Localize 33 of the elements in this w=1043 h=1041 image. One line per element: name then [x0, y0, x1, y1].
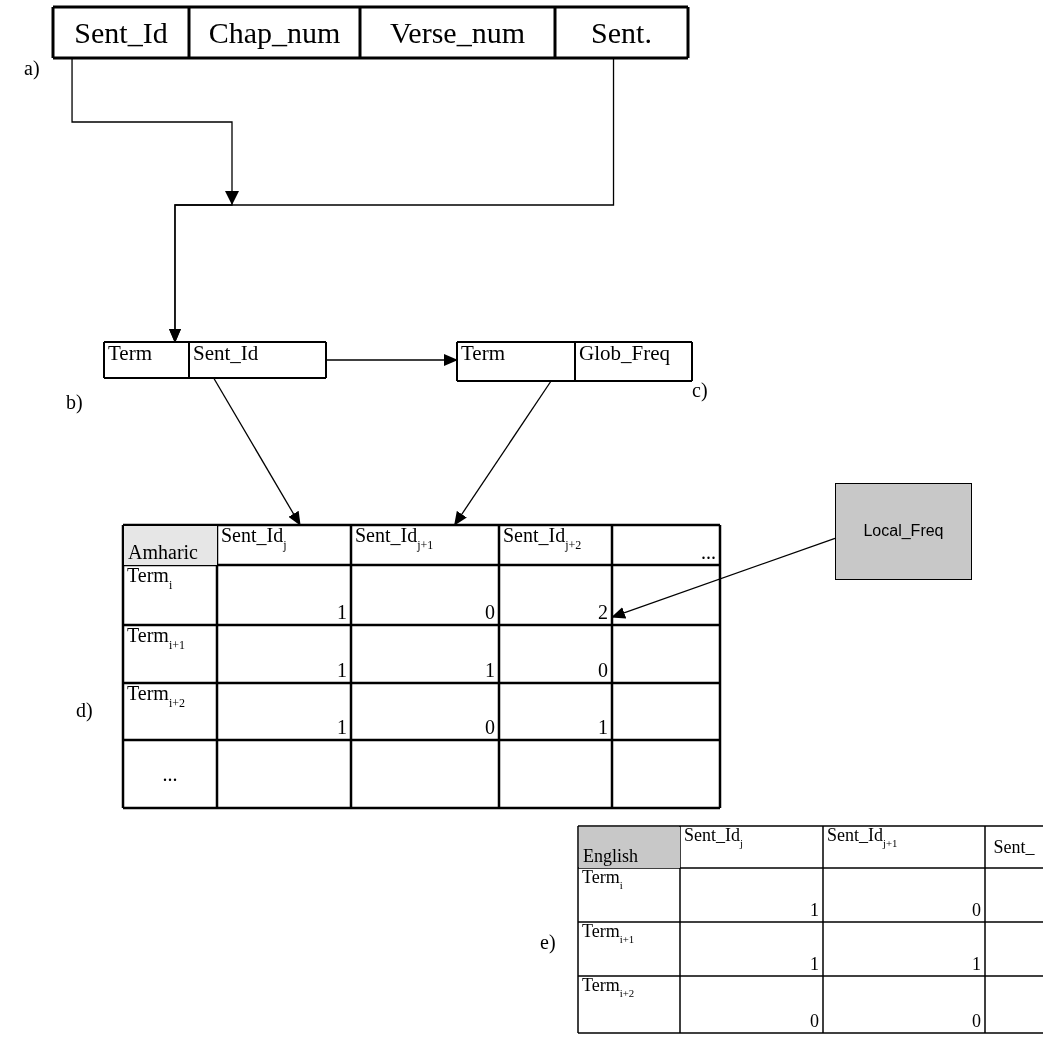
ellipsis: ... — [162, 763, 178, 785]
cell-value: 1 — [972, 955, 981, 974]
panel-label: a) — [24, 58, 40, 79]
cell-value: 0 — [485, 602, 495, 623]
table-corner-label: English — [579, 827, 680, 868]
cell-value: 1 — [337, 717, 347, 738]
row-header-text: Term$_{i}$ — [582, 868, 623, 892]
column-header-text: Sent_ — [993, 837, 1035, 857]
row-header-text: Term$_{i+2}$ — [582, 976, 635, 1000]
panel-label: e) — [540, 932, 556, 953]
table-corner-label: Amharic — [124, 526, 217, 565]
ellipsis: ... — [701, 542, 716, 563]
cell-value: 1 — [810, 901, 819, 920]
row-header-text: Term$_{i+1}$ — [582, 922, 635, 946]
cell-value: 0 — [485, 717, 495, 738]
cell-value: 0 — [972, 1012, 981, 1031]
panel-label: d) — [76, 700, 93, 721]
row-header-text: Term$_{i+2}$ — [127, 683, 186, 710]
panel-label: c) — [692, 380, 708, 401]
cell-value: 1 — [598, 717, 608, 738]
column-header-text: Sent_Id$_{j}$ — [684, 826, 743, 850]
cell-value: 0 — [810, 1012, 819, 1031]
column-header-text: Sent_Id$_{j+2}$ — [503, 525, 582, 552]
cell-value: 1 — [337, 660, 347, 681]
cell-value: 1 — [337, 602, 347, 623]
cell-value: 0 — [972, 901, 981, 920]
column-header-text: Sent_Id$_{j+1}$ — [827, 826, 898, 850]
cell-value: 1 — [810, 955, 819, 974]
panel-label: b) — [66, 392, 83, 413]
row-header-text: Term$_{i}$ — [127, 565, 173, 592]
row-header-text: Term$_{i+1}$ — [127, 625, 186, 652]
cell-value: 0 — [598, 660, 608, 681]
cell-value: 1 — [485, 660, 495, 681]
